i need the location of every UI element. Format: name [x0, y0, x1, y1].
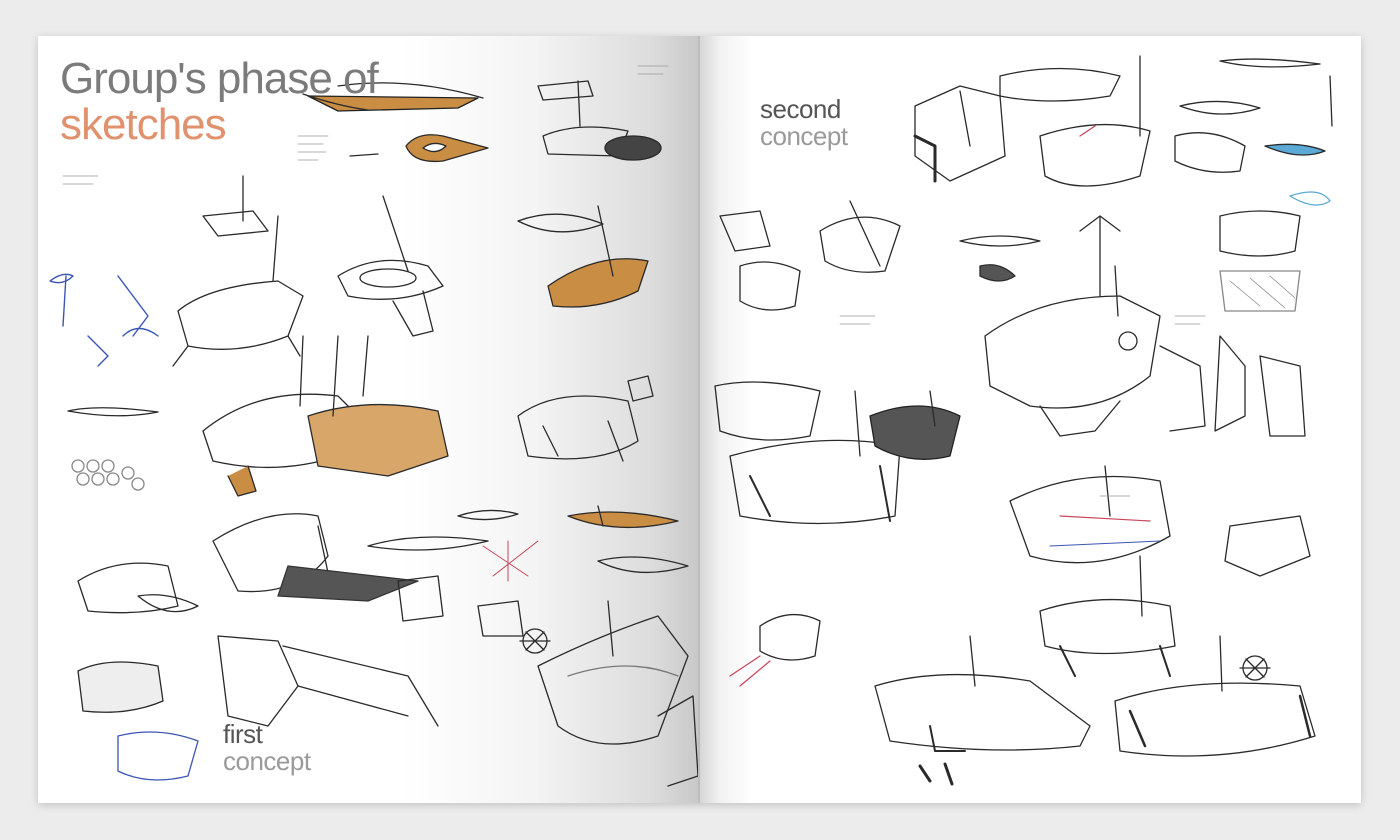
cockpit-sketch-right: [1224, 515, 1311, 577]
title-line-2: sketches: [60, 100, 227, 149]
boat-sketch-bottom-1: [77, 661, 164, 713]
first-concept-label-line-1: first: [223, 719, 263, 749]
second-concept-label-line-1: second: [760, 94, 841, 124]
pattern-sketch: [71, 459, 145, 491]
hull-top-view: [999, 67, 1121, 102]
second-concept-sketches: [714, 55, 1333, 786]
left-page: Group's phase of sketches first concept: [38, 36, 699, 803]
catamaran-sketch-1: [177, 280, 304, 350]
first-concept-label: first concept: [223, 721, 311, 775]
circle-x-symbol-right: [1239, 655, 1271, 681]
catamaran-sketch-8: [1114, 682, 1316, 757]
blue-hull-sketch: [1264, 143, 1326, 156]
boat-sketch-red-trim: [1039, 123, 1151, 187]
catamaran-sketch-2: [337, 259, 444, 300]
boat-sketch-bottom-2: [217, 635, 299, 727]
boat-sketch-lower-2: [77, 562, 179, 614]
blue-pen-sketches: [49, 273, 159, 367]
boat-sketch-mast: [537, 80, 594, 101]
handwritten-notes: [62, 65, 669, 185]
boat-sketch-left-mid: [714, 381, 821, 441]
bow-sketch: [759, 613, 821, 661]
boat-sketch-lower-1: [212, 513, 329, 593]
boat-sketch-wood-deck: [547, 258, 649, 308]
handwritten-notes-right: [839, 315, 1206, 497]
hull-sketch-profile: [67, 407, 159, 417]
circle-x-symbol: [519, 628, 551, 654]
boat-sketch-pink-line: [1009, 475, 1171, 564]
second-concept-label: second concept: [760, 96, 848, 150]
boat-sketch-bottom-3: [537, 615, 689, 745]
red-pen-sketch: [482, 540, 539, 582]
right-page: second concept: [700, 36, 1361, 803]
cockpit-sketch-top: [914, 85, 1006, 182]
magazine-spread: Group's phase of sketches first concept: [38, 36, 1361, 803]
sail-sketch: [819, 216, 901, 273]
hull-side-sketch: [1214, 335, 1246, 432]
catamaran-sketch-7: [874, 673, 1091, 751]
first-concept-label-line-2: concept: [223, 746, 311, 776]
boat-sketch-wood-ring: [405, 134, 489, 163]
first-concept-sketches: [49, 65, 699, 787]
boat-sketch-small: [202, 210, 269, 237]
second-concept-label-line-2: concept: [760, 121, 848, 151]
title-line-1: Group's phase of: [60, 54, 379, 103]
boat-sketch-right-mid: [517, 395, 639, 460]
catamaran-sketch-6: [1039, 598, 1176, 655]
sketch-box-1: [719, 210, 771, 252]
catamaran-sketch-4: [984, 295, 1161, 409]
catamaran-sketch-5: [729, 439, 901, 525]
spread-title: Group's phase of sketches: [60, 54, 379, 149]
spread-gutter: [698, 36, 701, 803]
